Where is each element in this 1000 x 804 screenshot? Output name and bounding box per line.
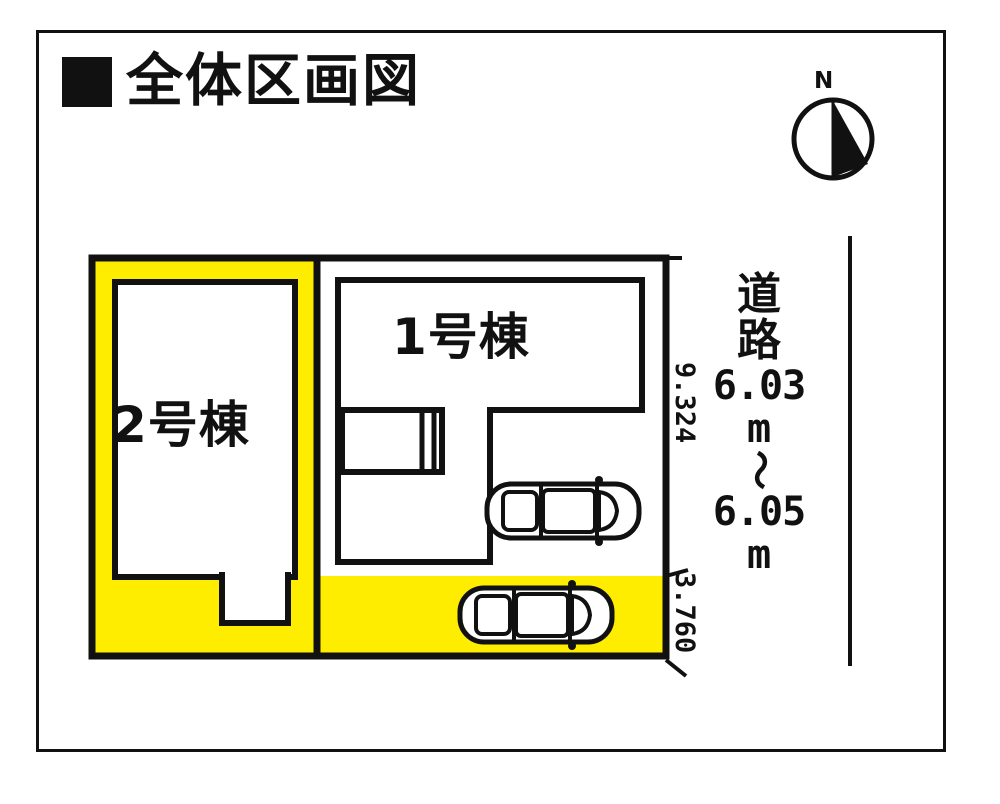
compass-rose-north-icon (791, 97, 875, 181)
road-far-edge-line (848, 236, 852, 666)
car-upper (484, 476, 642, 546)
car-top-view-icon (484, 476, 642, 546)
site-plan-drawing (88, 254, 689, 678)
compass-rose: N (790, 68, 886, 190)
filled-square-bullet-icon (62, 56, 112, 107)
building-1-label: 1号棟 (392, 308, 530, 366)
road-range-mark: 〜 (736, 449, 782, 490)
building-1-footprint (335, 277, 645, 565)
dimension-ticks (654, 256, 689, 678)
page-title-text: 全体区画図 (126, 48, 421, 114)
car-lower (457, 580, 615, 650)
road-kanji-2: 路 (737, 314, 781, 366)
building-1-entry-notch (339, 407, 445, 475)
compass-north-label: N (814, 68, 834, 94)
road-unit-1: m (746, 405, 772, 452)
building-2-footprint (112, 279, 298, 626)
road-dimension-block: 道 路 6.03 m 〜 6.05 m (713, 269, 806, 578)
building-2-label: 2号棟 (112, 396, 250, 454)
road-kanji-1: 道 (737, 269, 781, 320)
dimension-east-upper: 9.324 (669, 362, 700, 444)
dimension-east-lower: 3.760 (669, 572, 700, 654)
road-width-min: 6.03 (712, 362, 806, 409)
page-title: 全体区画図 (62, 53, 421, 110)
road-width-max: 6.05 (712, 488, 806, 535)
road-unit-2: m (746, 531, 772, 578)
car-top-view-icon (457, 580, 615, 650)
